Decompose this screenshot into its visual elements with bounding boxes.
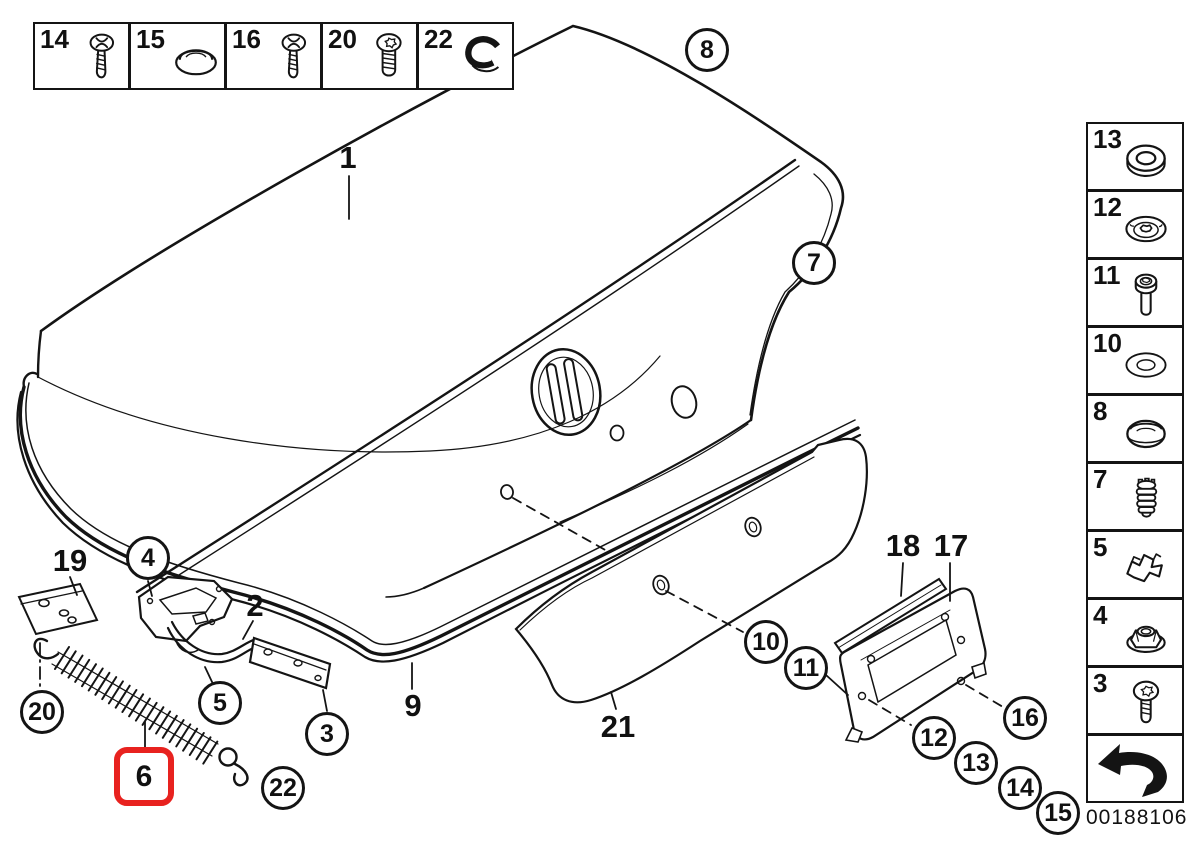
license-plate-bracket <box>838 587 987 743</box>
callout-circle-20[interactable]: 20 <box>20 690 64 734</box>
document-number: 00188106 <box>1086 806 1188 829</box>
ribbed-expansion-rivet-icon <box>1118 473 1174 529</box>
blind-plug-icon <box>1118 405 1174 461</box>
part-box-20[interactable]: 20 <box>321 22 418 90</box>
part-box-label: 8 <box>1093 396 1108 426</box>
torx-screw-icon <box>1118 677 1174 733</box>
callout-circle-7[interactable]: 7 <box>792 241 836 285</box>
spring-hook-clip-icon <box>457 31 511 85</box>
flat-washer-icon <box>1118 337 1174 393</box>
part-box-label: 16 <box>232 24 261 54</box>
part-box-14[interactable]: 14 <box>33 22 130 90</box>
callout-label-2[interactable]: 2 <box>246 588 264 623</box>
phillips-pan-head-screw-icon <box>73 31 127 85</box>
hex-flange-nut-icon <box>1118 609 1174 665</box>
part-box-11[interactable]: 11 <box>1086 258 1184 327</box>
leader-lines <box>69 175 951 748</box>
callout-circle-16[interactable]: 16 <box>1003 696 1047 740</box>
trunk-holes <box>500 385 698 500</box>
callout-circle-13[interactable]: 13 <box>954 741 998 785</box>
part-box-label: 4 <box>1093 600 1108 630</box>
callout-label-9[interactable]: 9 <box>404 688 422 723</box>
trim-panel <box>514 437 868 704</box>
part-box-label: 10 <box>1093 328 1122 358</box>
callout-label-19[interactable]: 19 <box>52 543 88 578</box>
part-box-13[interactable]: 13 <box>1086 122 1184 191</box>
callout-highlighted-6[interactable]: 6 <box>114 747 174 806</box>
callout-circle-12[interactable]: 12 <box>912 716 956 760</box>
part-box-label: 13 <box>1093 124 1122 154</box>
callout-label-1[interactable]: 1 <box>339 140 357 175</box>
trunk-lid-creases <box>37 158 833 599</box>
round-spacer-washer-icon <box>1118 133 1174 189</box>
torx-pan-head-screw-icon <box>361 31 415 85</box>
serrated-washer-icon <box>1118 201 1174 257</box>
direction-arrow-icon <box>1092 740 1180 798</box>
trunk-lid-outline <box>36 24 845 422</box>
part-box-label: 20 <box>328 24 357 54</box>
direction-arrow-box[interactable] <box>1086 734 1184 803</box>
torsion-spring <box>33 637 249 787</box>
part-box-label: 15 <box>136 24 165 54</box>
part-box-label: 12 <box>1093 192 1122 222</box>
part-box-label: 14 <box>40 24 69 54</box>
callout-label-18[interactable]: 18 <box>885 528 921 563</box>
callout-circle-8[interactable]: 8 <box>685 28 729 72</box>
part-box-label: 22 <box>424 24 453 54</box>
part-box-3[interactable]: 3 <box>1086 666 1184 735</box>
part-box-label: 11 <box>1093 260 1121 290</box>
part-box-12[interactable]: 12 <box>1086 190 1184 259</box>
callout-label-21[interactable]: 21 <box>600 709 636 744</box>
grommet-icon <box>169 31 223 85</box>
part-box-7[interactable]: 7 <box>1086 462 1184 531</box>
part-box-label: 5 <box>1093 532 1108 562</box>
callout-circle-15[interactable]: 15 <box>1036 791 1080 835</box>
adhesive-strip <box>833 577 948 655</box>
callout-circle-5[interactable]: 5 <box>198 681 242 725</box>
part-box-15[interactable]: 15 <box>129 22 226 90</box>
callout-label-17[interactable]: 17 <box>933 528 969 563</box>
retaining-clip-icon <box>1118 541 1174 597</box>
callout-circle-3[interactable]: 3 <box>305 712 349 756</box>
socket-head-bolt-icon <box>1118 269 1174 325</box>
lock-bracket <box>137 575 234 654</box>
callout-circle-10[interactable]: 10 <box>744 620 788 664</box>
part-box-8[interactable]: 8 <box>1086 394 1184 463</box>
part-box-label: 7 <box>1093 464 1108 494</box>
callout-circle-4[interactable]: 4 <box>126 536 170 580</box>
callout-circle-14[interactable]: 14 <box>998 766 1042 810</box>
hinge-arm <box>166 620 332 690</box>
callout-circle-22[interactable]: 22 <box>261 766 305 810</box>
part-box-label: 3 <box>1093 668 1108 698</box>
shim-plate <box>17 582 99 636</box>
dashed-leader-lines <box>39 497 1004 726</box>
callout-circle-11[interactable]: 11 <box>784 646 828 690</box>
part-box-10[interactable]: 10 <box>1086 326 1184 395</box>
phillips-pan-head-screw-icon <box>265 31 319 85</box>
bmw-emblem <box>530 347 602 437</box>
part-box-5[interactable]: 5 <box>1086 530 1184 599</box>
part-box-4[interactable]: 4 <box>1086 598 1184 667</box>
part-box-22[interactable]: 22 <box>417 22 514 90</box>
spring-end-hook <box>233 762 249 787</box>
part-box-16[interactable]: 16 <box>225 22 322 90</box>
